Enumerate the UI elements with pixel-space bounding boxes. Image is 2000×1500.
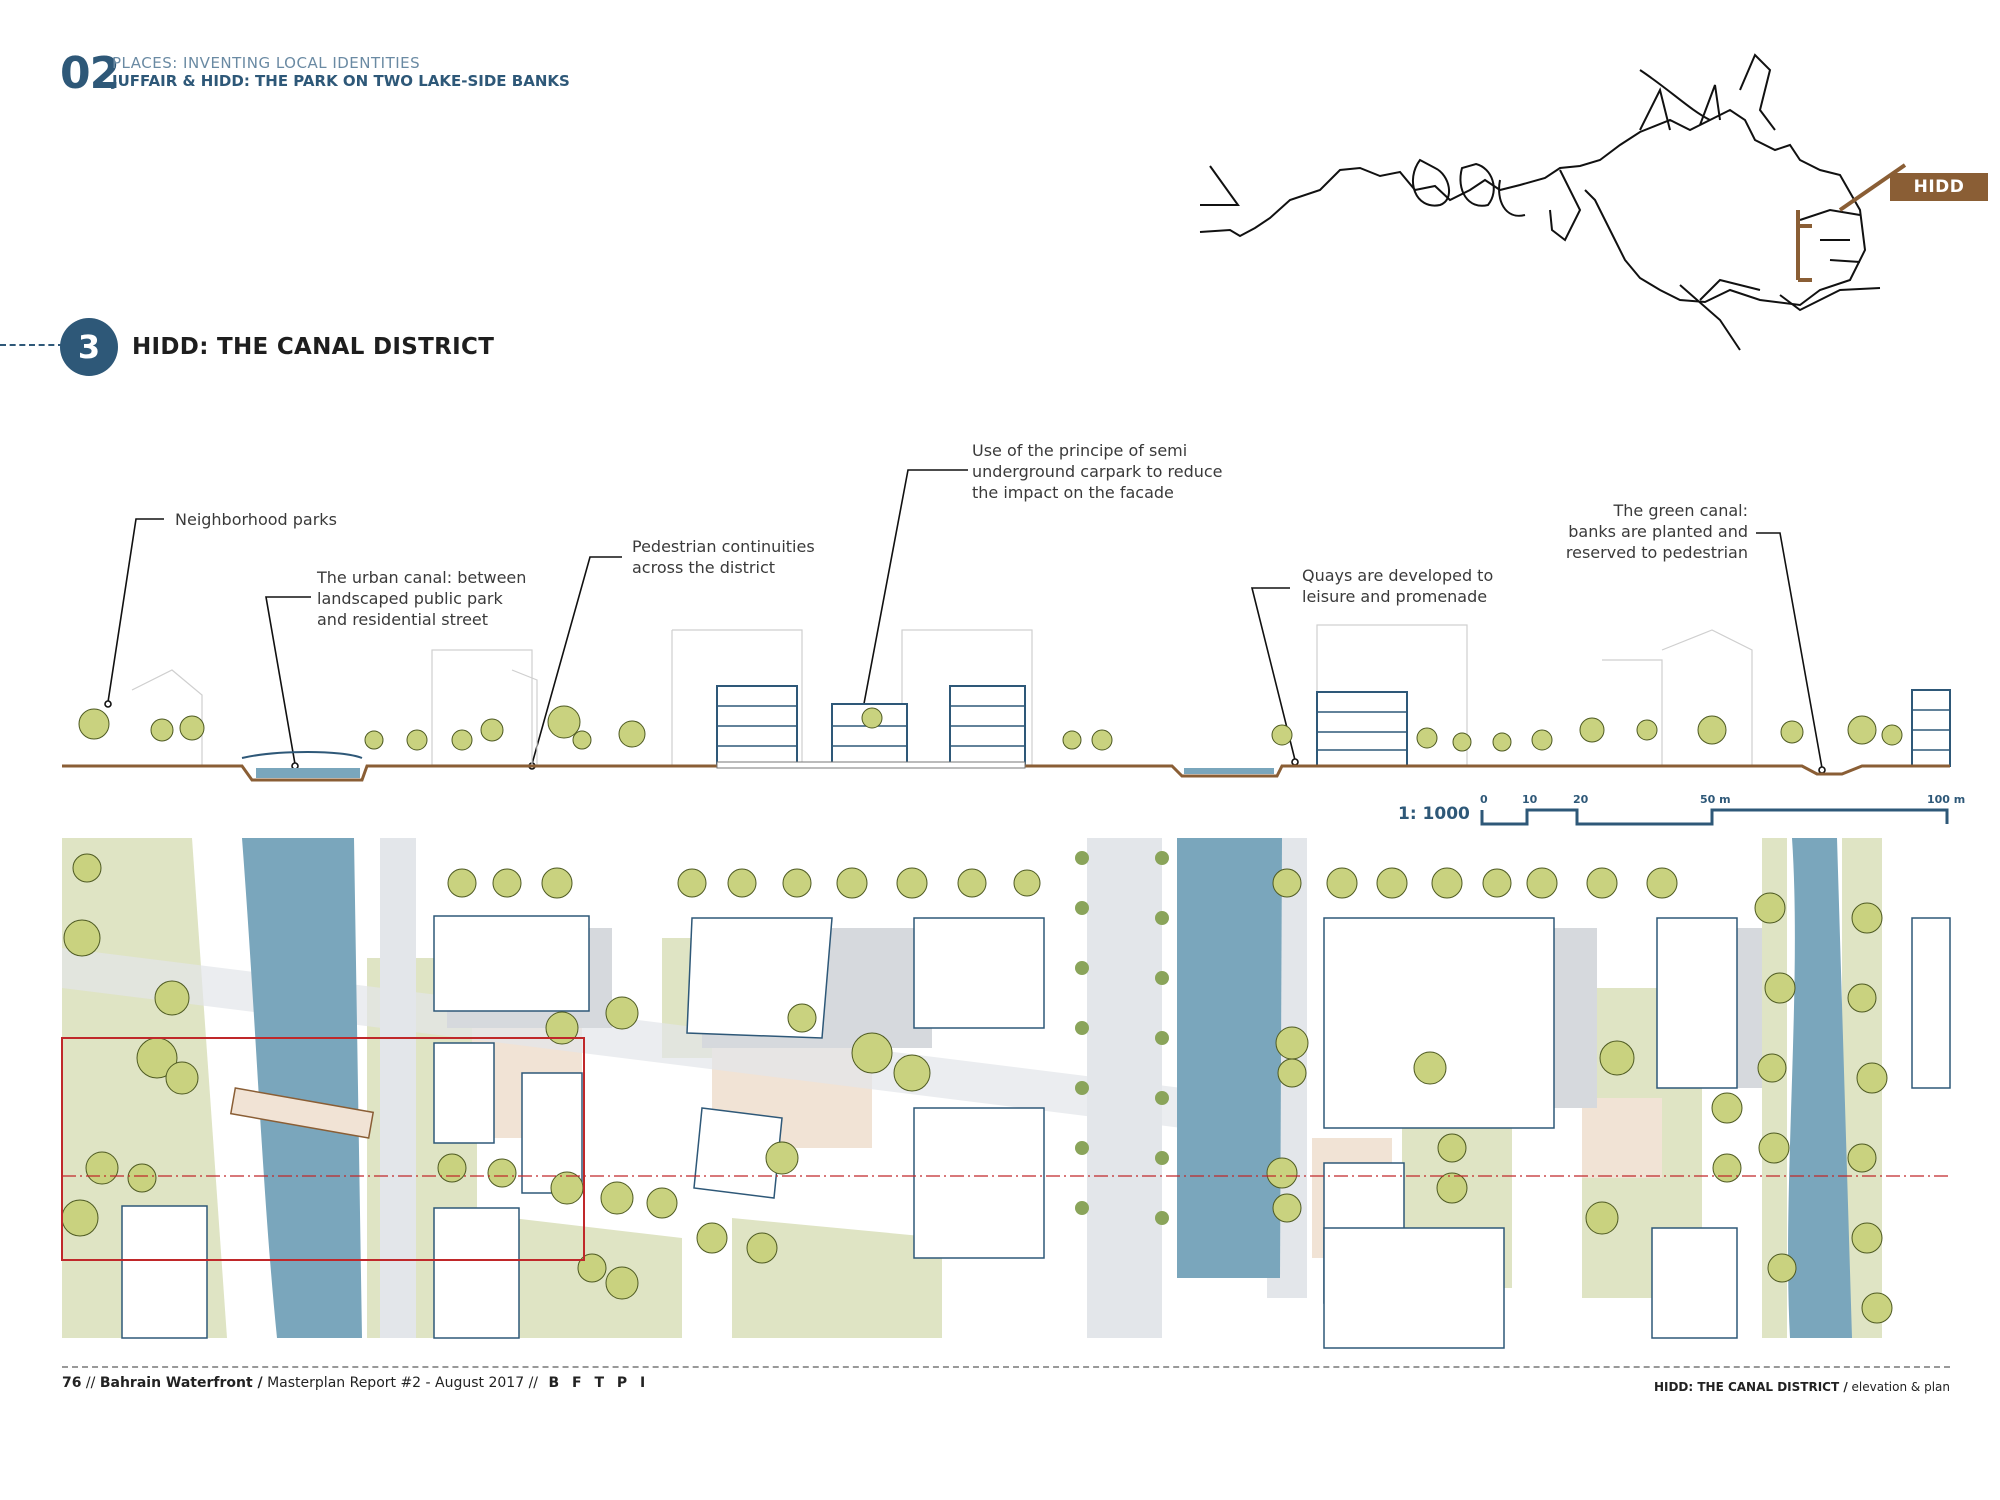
dashed-lead-line bbox=[0, 344, 64, 346]
annotation-green-canal: The green canal: banks are planted and r… bbox=[1565, 501, 1748, 562]
footer-right: HIDD: THE CANAL DISTRICT / elevation & p… bbox=[1654, 1378, 1950, 1396]
section-title: JUFFAIR & HIDD: THE PARK ON TWO LAKE-SID… bbox=[112, 72, 570, 90]
section-number: 02 bbox=[60, 48, 120, 99]
brand-name: B F T P I bbox=[548, 1375, 650, 1391]
scale-bar bbox=[1480, 808, 1949, 826]
annotation-neighborhood-parks: Neighborhood parks bbox=[175, 510, 337, 529]
scale-tick: 50 m bbox=[1700, 793, 1731, 806]
scale-tick: 20 bbox=[1573, 793, 1589, 806]
district-number-badge: 3 bbox=[60, 318, 118, 376]
footer-right-title: HIDD: THE CANAL DISTRICT / bbox=[1653, 1380, 1848, 1394]
scale-tick: 100 m bbox=[1927, 793, 1966, 806]
annotation-pedestrian: Pedestrian continuities across the distr… bbox=[632, 537, 815, 577]
page-number: 76 bbox=[62, 1375, 82, 1391]
report-name: Bahrain Waterfront / bbox=[99, 1375, 263, 1391]
section-subtitle: PLACES: INVENTING LOCAL IDENTITIES bbox=[112, 54, 421, 72]
annotation-carpark: Use of the principe of semi underground … bbox=[972, 441, 1223, 502]
site-plan bbox=[61, 838, 1951, 1349]
scale-tick: 0 bbox=[1480, 793, 1488, 806]
footer-left: 76 // Bahrain Waterfront / Masterplan Re… bbox=[62, 1374, 649, 1392]
footer-right-detail: elevation & plan bbox=[1847, 1380, 1950, 1394]
footer-separator: // bbox=[81, 1375, 96, 1391]
location-map bbox=[1199, 53, 1907, 351]
district-title: HIDD: THE CANAL DISTRICT bbox=[132, 334, 495, 360]
footer-separator: // bbox=[524, 1375, 539, 1391]
scale-ratio: 1: 1000 bbox=[1398, 804, 1470, 824]
hidd-location-tag: HIDD bbox=[1890, 173, 1988, 201]
annotation-urban-canal: The urban canal: between landscaped publ… bbox=[317, 568, 527, 629]
scale-tick: 10 bbox=[1522, 793, 1538, 806]
report-detail: Masterplan Report #2 - August 2017 bbox=[262, 1375, 525, 1391]
annotation-quays: Quays are developed to leisure and prome… bbox=[1302, 566, 1494, 606]
footer-divider bbox=[62, 1366, 1950, 1368]
elevation-section bbox=[62, 469, 1951, 782]
